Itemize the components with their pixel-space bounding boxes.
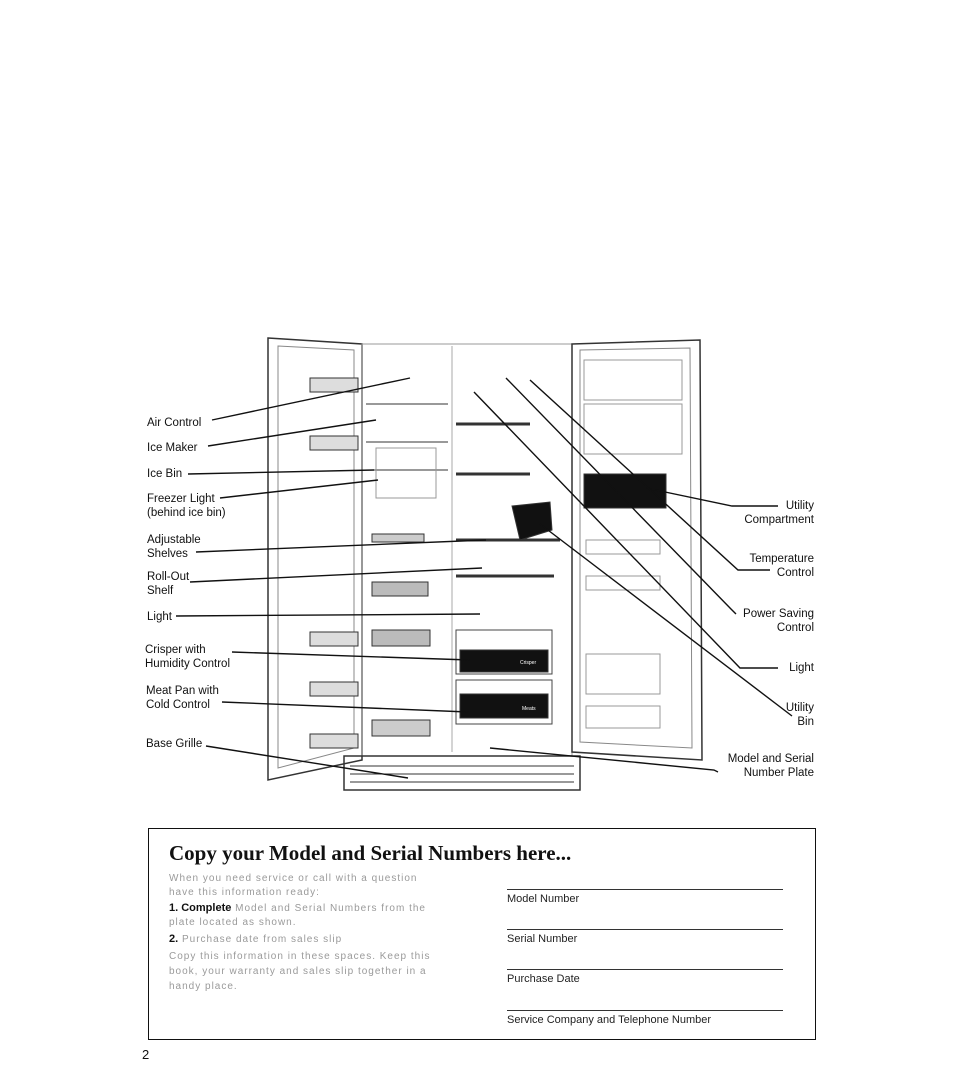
label-adjustable-shelves-line1: Adjustable bbox=[147, 534, 201, 546]
serial-box-title: Copy your Model and Serial Numbers here.… bbox=[169, 841, 571, 866]
step-1: 1. Complete Model and Serial Numbers fro… bbox=[169, 902, 426, 914]
crisper-drawer-text: Crisper bbox=[520, 660, 536, 666]
leader-ice-bin bbox=[188, 470, 374, 474]
model-number-field[interactable]: Model Number bbox=[507, 889, 783, 905]
leader-adjustable-shelves bbox=[196, 540, 486, 552]
label-power-saving-line2: Control bbox=[777, 622, 814, 634]
label-crisper-line2: Humidity Control bbox=[145, 658, 230, 670]
utility-bin bbox=[512, 502, 552, 540]
copy-line-3: handy place. bbox=[169, 981, 238, 992]
label-temperature-control: Temperature Control bbox=[749, 553, 814, 580]
model-number-line bbox=[507, 889, 783, 890]
label-power-saving-control: Power Saving Control bbox=[743, 608, 814, 635]
step-2-number: 2. bbox=[169, 933, 178, 945]
label-temperature-control-line2: Control bbox=[777, 567, 814, 579]
leader-model-plate bbox=[490, 748, 718, 772]
serial-number-caption: Serial Number bbox=[507, 933, 783, 945]
purchase-date-caption: Purchase Date bbox=[507, 973, 783, 985]
label-utility-compartment: Utility Compartment bbox=[744, 500, 814, 527]
label-power-saving-line1: Power Saving bbox=[743, 608, 814, 620]
label-crisper: Crisper with Humidity Control bbox=[145, 644, 230, 671]
intro-line-1: When you need service or call with a que… bbox=[169, 873, 417, 884]
serial-number-line bbox=[507, 929, 783, 930]
step-2: 2. Purchase date from sales slip bbox=[169, 933, 342, 945]
utility-compartment bbox=[584, 474, 666, 508]
copy-line-2: book, your warranty and sales slip toget… bbox=[169, 966, 427, 977]
label-crisper-line1: Crisper with bbox=[145, 644, 206, 656]
label-adjustable-shelves: Adjustable Shelves bbox=[147, 534, 201, 561]
freezer-door bbox=[268, 338, 362, 780]
model-number-caption: Model Number bbox=[507, 893, 783, 905]
intro-line-2: have this information ready: bbox=[169, 887, 320, 898]
label-meat-pan-line1: Meat Pan with bbox=[146, 685, 219, 697]
serial-number-box: Copy your Model and Serial Numbers here.… bbox=[148, 828, 816, 1040]
label-roll-out-shelf-line1: Roll-Out bbox=[147, 571, 189, 583]
label-temperature-control-line1: Temperature bbox=[749, 553, 814, 565]
label-freezer-light-line1: Freezer Light bbox=[147, 493, 215, 505]
label-light-right: Light bbox=[789, 662, 814, 676]
label-utility-bin-line2: Bin bbox=[797, 716, 814, 728]
page-number: 2 bbox=[142, 1047, 149, 1062]
purchase-date-line bbox=[507, 969, 783, 970]
copy-line-1: Copy this information in these spaces. K… bbox=[169, 951, 430, 962]
fresh-food-door bbox=[572, 340, 702, 760]
step-2-text: Purchase date from sales slip bbox=[178, 934, 342, 945]
leader-roll-out-shelf bbox=[190, 568, 482, 582]
label-utility-bin-line1: Utility bbox=[786, 702, 814, 714]
label-meat-pan: Meat Pan with Cold Control bbox=[146, 685, 219, 712]
label-base-grille: Base Grille bbox=[146, 738, 202, 752]
label-freezer-light-line2: (behind ice bin) bbox=[147, 507, 226, 519]
meat-drawer-text: Meats bbox=[522, 706, 536, 712]
label-adjustable-shelves-line2: Shelves bbox=[147, 548, 188, 560]
serial-number-field[interactable]: Serial Number bbox=[507, 929, 783, 945]
service-company-line bbox=[507, 1010, 783, 1011]
refrigerator-diagram: Crisper Meats bbox=[0, 0, 954, 800]
leader-base-grille bbox=[206, 746, 408, 778]
label-model-plate-line1: Model and Serial bbox=[728, 753, 814, 765]
label-roll-out-shelf: Roll-Out Shelf bbox=[147, 571, 189, 598]
label-air-control: Air Control bbox=[147, 417, 201, 431]
service-company-field[interactable]: Service Company and Telephone Number bbox=[507, 1010, 783, 1026]
label-model-plate-line2: Number Plate bbox=[744, 767, 814, 779]
label-meat-pan-line2: Cold Control bbox=[146, 699, 210, 711]
step-1-text: Model and Serial Numbers from the bbox=[231, 903, 426, 914]
step-1-number: 1. Complete bbox=[169, 902, 231, 914]
label-ice-maker: Ice Maker bbox=[147, 442, 198, 456]
label-utility-compartment-line2: Compartment bbox=[744, 514, 814, 526]
step-1-text-line2: plate located as shown. bbox=[169, 917, 297, 928]
leader-light-left bbox=[176, 614, 480, 616]
label-freezer-light: Freezer Light (behind ice bin) bbox=[147, 493, 226, 520]
label-ice-bin: Ice Bin bbox=[147, 468, 182, 482]
label-light-left: Light bbox=[147, 611, 172, 625]
label-utility-bin: Utility Bin bbox=[786, 702, 814, 729]
ice-bin bbox=[376, 448, 436, 498]
label-roll-out-shelf-line2: Shelf bbox=[147, 585, 173, 597]
leader-meat-pan bbox=[222, 702, 468, 712]
purchase-date-field[interactable]: Purchase Date bbox=[507, 969, 783, 985]
label-model-serial-plate: Model and Serial Number Plate bbox=[728, 753, 814, 780]
label-utility-compartment-line1: Utility bbox=[786, 500, 814, 512]
leader-power-saving bbox=[506, 378, 736, 614]
service-company-caption: Service Company and Telephone Number bbox=[507, 1014, 783, 1026]
